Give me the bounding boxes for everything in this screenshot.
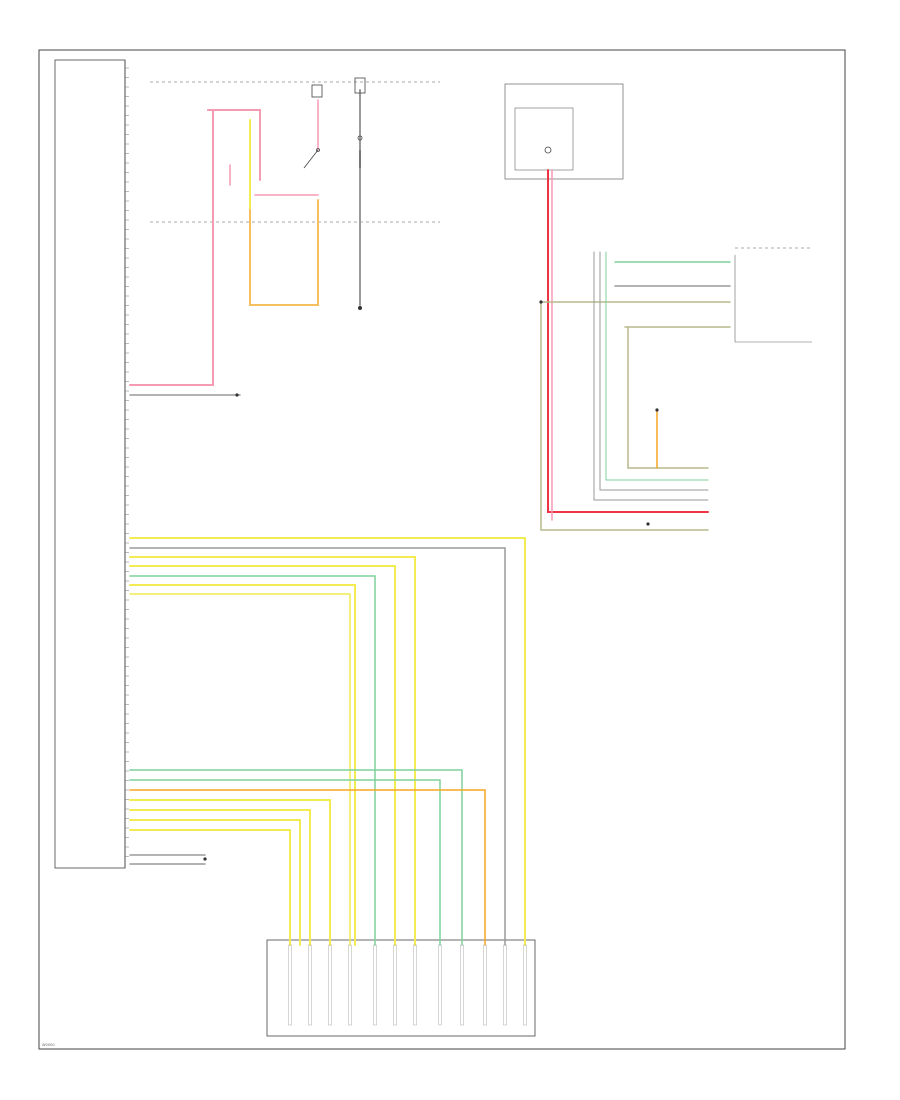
diagram-id: W0000: [42, 1043, 55, 1047]
connector-pin: [288, 944, 292, 1026]
connector-pin: [393, 944, 397, 1026]
connector-pin: [523, 944, 527, 1026]
wire-orange-lower-3: [129, 789, 486, 946]
wire-yellow-bus-1: [129, 537, 526, 946]
wire-olive-drop: [627, 326, 709, 469]
splice-point-1: [235, 393, 239, 397]
wire-orange-loop: [249, 199, 319, 306]
relay-inner: [514, 107, 574, 171]
wire-yellow-bus-6: [129, 584, 356, 946]
wire-gray-drop: [593, 251, 709, 501]
switch-symbols: [303, 77, 552, 169]
diagram-border: [38, 49, 846, 1050]
connector-pin: [308, 944, 312, 1026]
wire-green-drop: [605, 251, 709, 481]
wire-pink-relay: [207, 109, 261, 181]
connector-pin: [438, 944, 442, 1026]
connector-pin: [348, 944, 352, 1026]
wire-green-lower-2: [129, 779, 441, 946]
wire-yellow-lower-7: [129, 829, 291, 946]
gear-selector-outline: [734, 255, 812, 343]
wire-yellow-lower-4: [129, 799, 331, 946]
splice-point-4: [646, 522, 650, 526]
wire-pink-top: [129, 109, 214, 386]
connector-pin: [483, 944, 487, 1026]
connector-pin: [413, 944, 417, 1026]
wire-yellow-bus-3: [129, 556, 416, 946]
wire-green-lower-1: [129, 769, 463, 946]
connector-pin: [503, 944, 507, 1026]
wire-red-main: [547, 169, 709, 513]
splice-point-5: [539, 300, 543, 304]
connector-pin: [328, 944, 332, 1026]
wires: [129, 89, 731, 946]
splice-point-2: [203, 857, 207, 861]
connector-pin: [460, 944, 464, 1026]
splice-point-3: [655, 408, 659, 412]
connector-pin: [373, 944, 377, 1026]
wire-yellow-bus-4: [129, 565, 396, 946]
wire-gray-bus-2: [129, 547, 506, 946]
wire-yellow-bus-7: [129, 593, 351, 946]
wire-olive-branch: [540, 301, 709, 531]
relay-box: [504, 83, 624, 180]
wire-gray-drop-2: [599, 251, 709, 491]
wire-yellow-lower-5: [129, 809, 311, 946]
bottom-connector: [266, 939, 536, 1037]
component-markers: [203, 300, 659, 861]
wire-yellow-lower-6: [129, 819, 301, 946]
tcm-connector: [54, 59, 129, 869]
ground-point-1: [358, 306, 362, 310]
tcm-pin-ticks: [125, 67, 129, 857]
bottom-connector-pins: [288, 944, 527, 1026]
wire-green-bus-5: [129, 575, 376, 946]
